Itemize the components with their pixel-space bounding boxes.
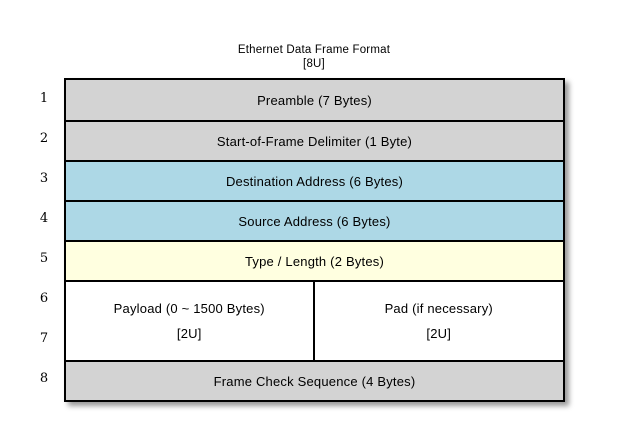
pad-label: Pad (if necessary) [384, 301, 493, 316]
frame-table: Preamble (7 Bytes) Start-of-Frame Delimi… [64, 78, 565, 402]
payload-label: Payload (0 ~ 1500 Bytes) [113, 301, 265, 316]
payload-tag: [2U] [176, 326, 202, 341]
frame-row-fcs: Frame Check Sequence (4 Bytes) [66, 360, 563, 400]
row-number-4: 4 [39, 210, 49, 226]
row-number-7: 7 [39, 330, 49, 346]
diagram-title: Ethernet Data Frame Format [237, 44, 391, 56]
row-number-5: 5 [39, 250, 49, 266]
frame-row-sfd: Start-of-Frame Delimiter (1 Byte) [66, 120, 563, 160]
row-number-1: 1 [39, 90, 49, 106]
row-number-6: 6 [39, 290, 49, 306]
diagram-title-block: Ethernet Data Frame Format [8U] [0, 43, 628, 71]
row-number-3: 3 [39, 170, 49, 186]
frame-cell-pad: Pad (if necessary) [2U] [315, 282, 564, 360]
row-number-8: 8 [39, 370, 49, 386]
row-number-2: 2 [39, 130, 49, 146]
frame-cell-payload: Payload (0 ~ 1500 Bytes) [2U] [66, 282, 315, 360]
diagram-subtitle: [8U] [303, 58, 325, 70]
frame-row-type-length: Type / Length (2 Bytes) [66, 240, 563, 280]
frame-row-destination-address: Destination Address (6 Bytes) [66, 160, 563, 200]
frame-row-source-address: Source Address (6 Bytes) [66, 200, 563, 240]
frame-row-preamble: Preamble (7 Bytes) [66, 80, 563, 120]
row-numbers-column: 1 2 3 4 5 6 7 8 [30, 78, 58, 398]
frame-row-payload-pad: Payload (0 ~ 1500 Bytes) [2U] Pad (if ne… [66, 280, 563, 360]
pad-tag: [2U] [426, 326, 452, 341]
